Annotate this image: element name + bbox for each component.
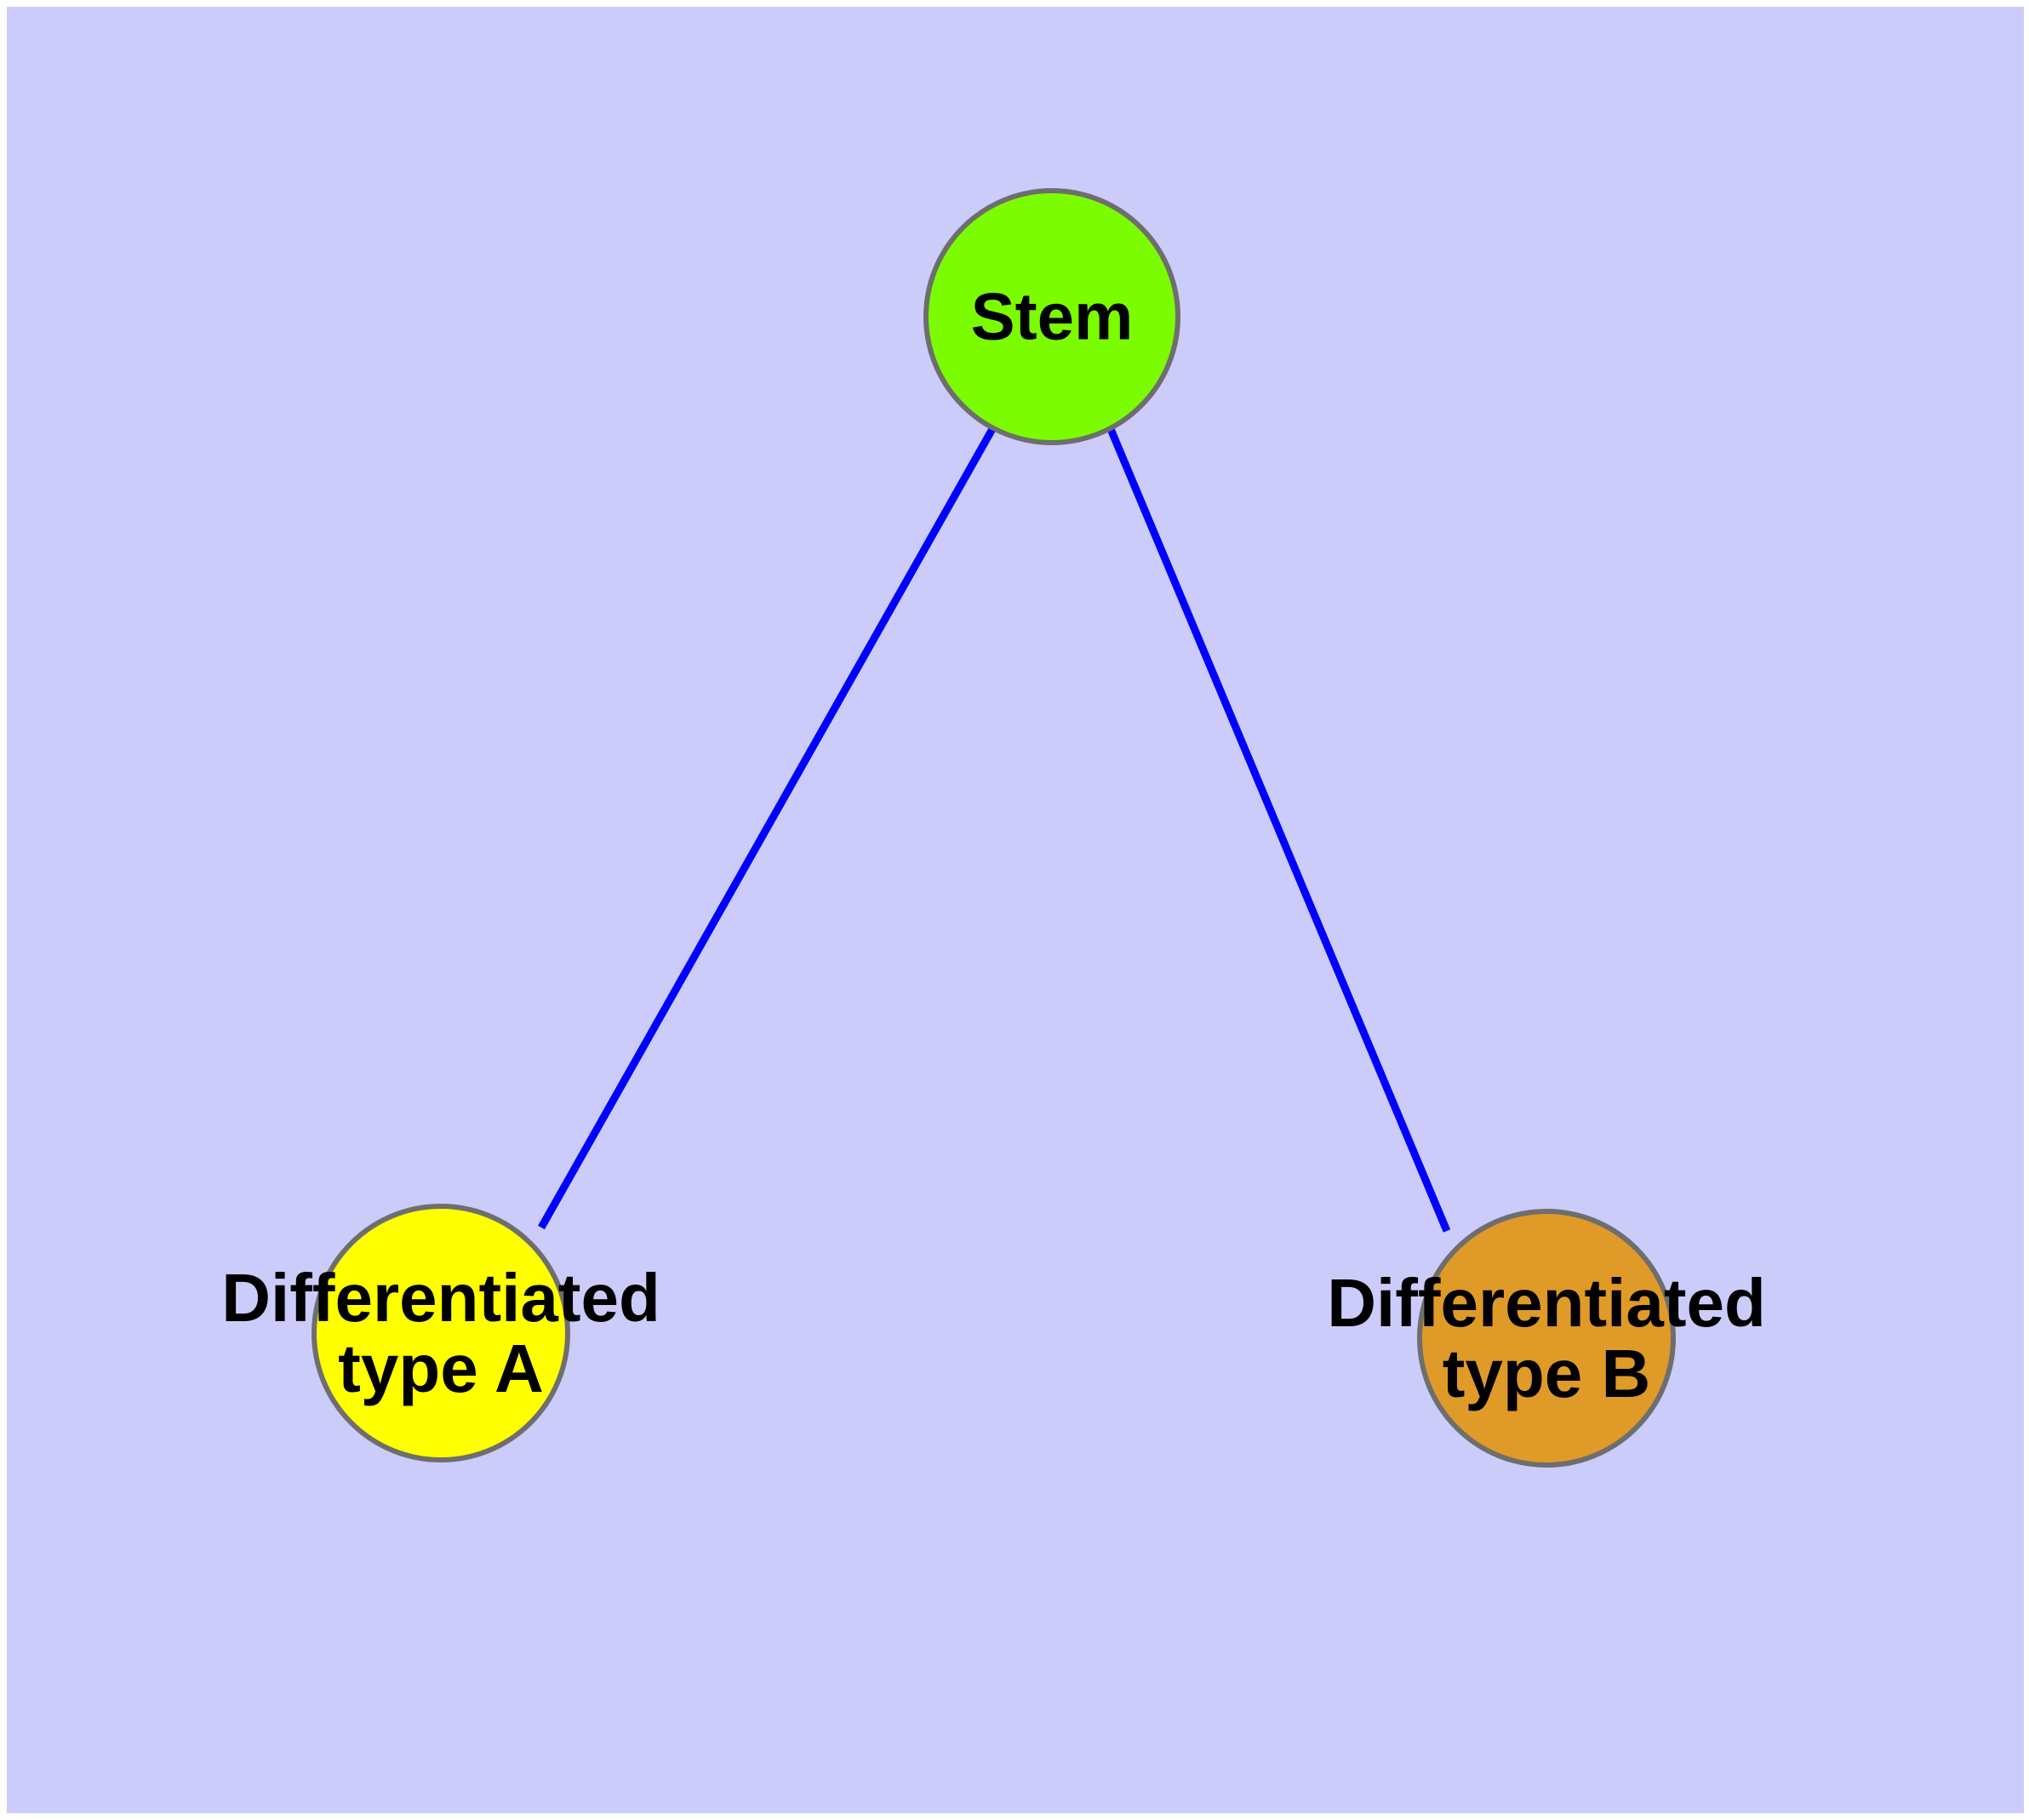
- edge-stem-to-differentiated-type-a[interactable]: [538, 426, 996, 1230]
- node-circle-stem[interactable]: [923, 188, 1180, 445]
- edge-stem-to-differentiated-type-b[interactable]: [1106, 427, 1451, 1233]
- edge-layer: [538, 426, 1451, 1233]
- node-circle-differentiated-type-a[interactable]: [311, 1204, 570, 1462]
- node-circle-differentiated-type-b[interactable]: [1417, 1209, 1676, 1468]
- graph-svg: [311, 188, 1676, 1468]
- node-layer: [311, 188, 1676, 1468]
